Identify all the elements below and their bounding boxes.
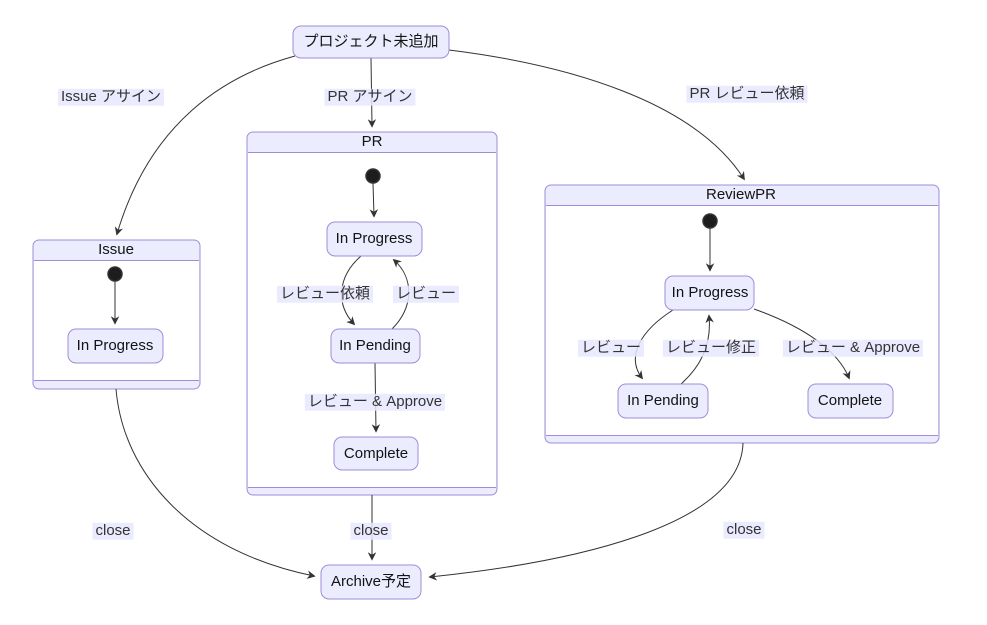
state-node-pr-inpending <box>330 328 421 364</box>
state-label-reviewpr-inpending: In Pending <box>627 391 699 409</box>
state-label-pr-inprogress: In Progress <box>335 229 413 247</box>
state-label-pr-inpending: In Pending <box>339 336 411 354</box>
edge-label-close-pr: close <box>350 522 392 540</box>
composite-title-issue: Issue <box>98 240 134 258</box>
edge-label-pr-review-request: PR レビュー依頼 <box>686 85 808 103</box>
state-label-issue-inprogress: In Progress <box>76 336 154 354</box>
edge-label-rpr-review-approve: レビュー & Approve <box>782 339 924 357</box>
state-label-reviewpr-inprogress: In Progress <box>671 283 749 301</box>
edge-start-to-reviewpr <box>448 49 745 181</box>
state-node-issue-inprogress <box>67 328 164 364</box>
state-label-start: プロジェクト未追加 <box>303 32 439 50</box>
state-node-reviewpr-inprogress <box>664 275 755 311</box>
composite-title-reviewpr: ReviewPR <box>705 185 777 203</box>
edge-label-pr-review-approve: レビュー & Approve <box>304 393 446 411</box>
state-node-pr-inprogress <box>326 221 423 257</box>
state-node-start <box>292 25 450 59</box>
initial-state-dot-reviewpr <box>702 213 718 229</box>
state-node-archive <box>320 564 422 600</box>
edge-label-rpr-review: レビュー <box>577 339 645 357</box>
edge-label-close-issue: close <box>92 522 134 540</box>
edge-start-to-issue <box>114 55 296 236</box>
edge-label-pr-review-req: レビュー依頼 <box>276 285 374 303</box>
initial-state-dot-pr <box>365 168 381 184</box>
edge-label-issue-assign: Issue アサイン <box>57 88 165 106</box>
initial-state-dot-issue <box>107 266 123 282</box>
state-label-pr-complete: Complete <box>343 444 409 462</box>
composite-title-pr: PR <box>361 132 383 150</box>
edge-label-pr-review: レビュー <box>392 285 460 303</box>
state-node-reviewpr-complete <box>807 383 894 419</box>
edge-label-pr-assign: PR アサイン <box>324 88 416 106</box>
state-label-reviewpr-complete: Complete <box>817 391 883 409</box>
state-label-archive: Archive予定 <box>330 572 412 590</box>
edge-pr-init-to-inprogress <box>369 182 379 218</box>
edge-label-close-reviewpr: close <box>723 521 765 539</box>
edge-label-rpr-review-fix: レビュー修正 <box>662 339 760 357</box>
state-node-reviewpr-inpending <box>617 383 709 419</box>
edge-issue-to-archive <box>115 388 316 579</box>
edge-reviewpr-to-archive <box>428 442 744 581</box>
state-node-pr-complete <box>333 436 419 471</box>
